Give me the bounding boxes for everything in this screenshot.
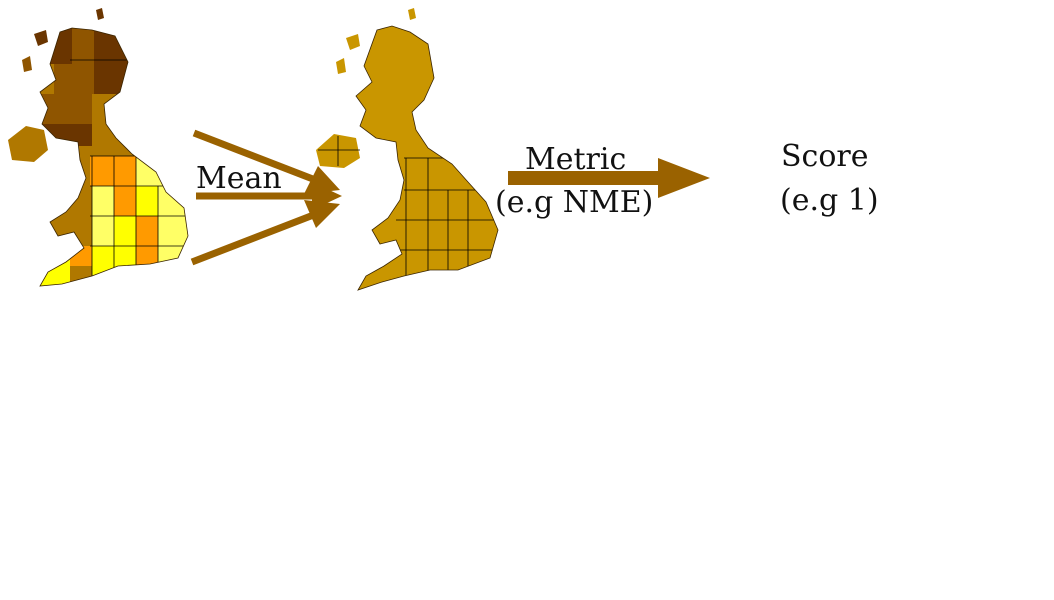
score-label: Score bbox=[781, 139, 869, 174]
score-example-label: (e.g 1) bbox=[780, 183, 879, 218]
mean-uk-map bbox=[316, 8, 499, 291]
metric-label: Metric bbox=[525, 142, 627, 177]
mean-map-cells bbox=[356, 26, 498, 290]
mean-arrows bbox=[190, 129, 342, 266]
metric-arrow bbox=[508, 158, 710, 198]
northern-ireland-shape bbox=[8, 126, 48, 162]
input-uk-map bbox=[8, 8, 189, 287]
input-map-cells bbox=[40, 28, 188, 286]
metric-example-label: (e.g NME) bbox=[495, 185, 654, 220]
mean-label: Mean bbox=[196, 161, 282, 196]
